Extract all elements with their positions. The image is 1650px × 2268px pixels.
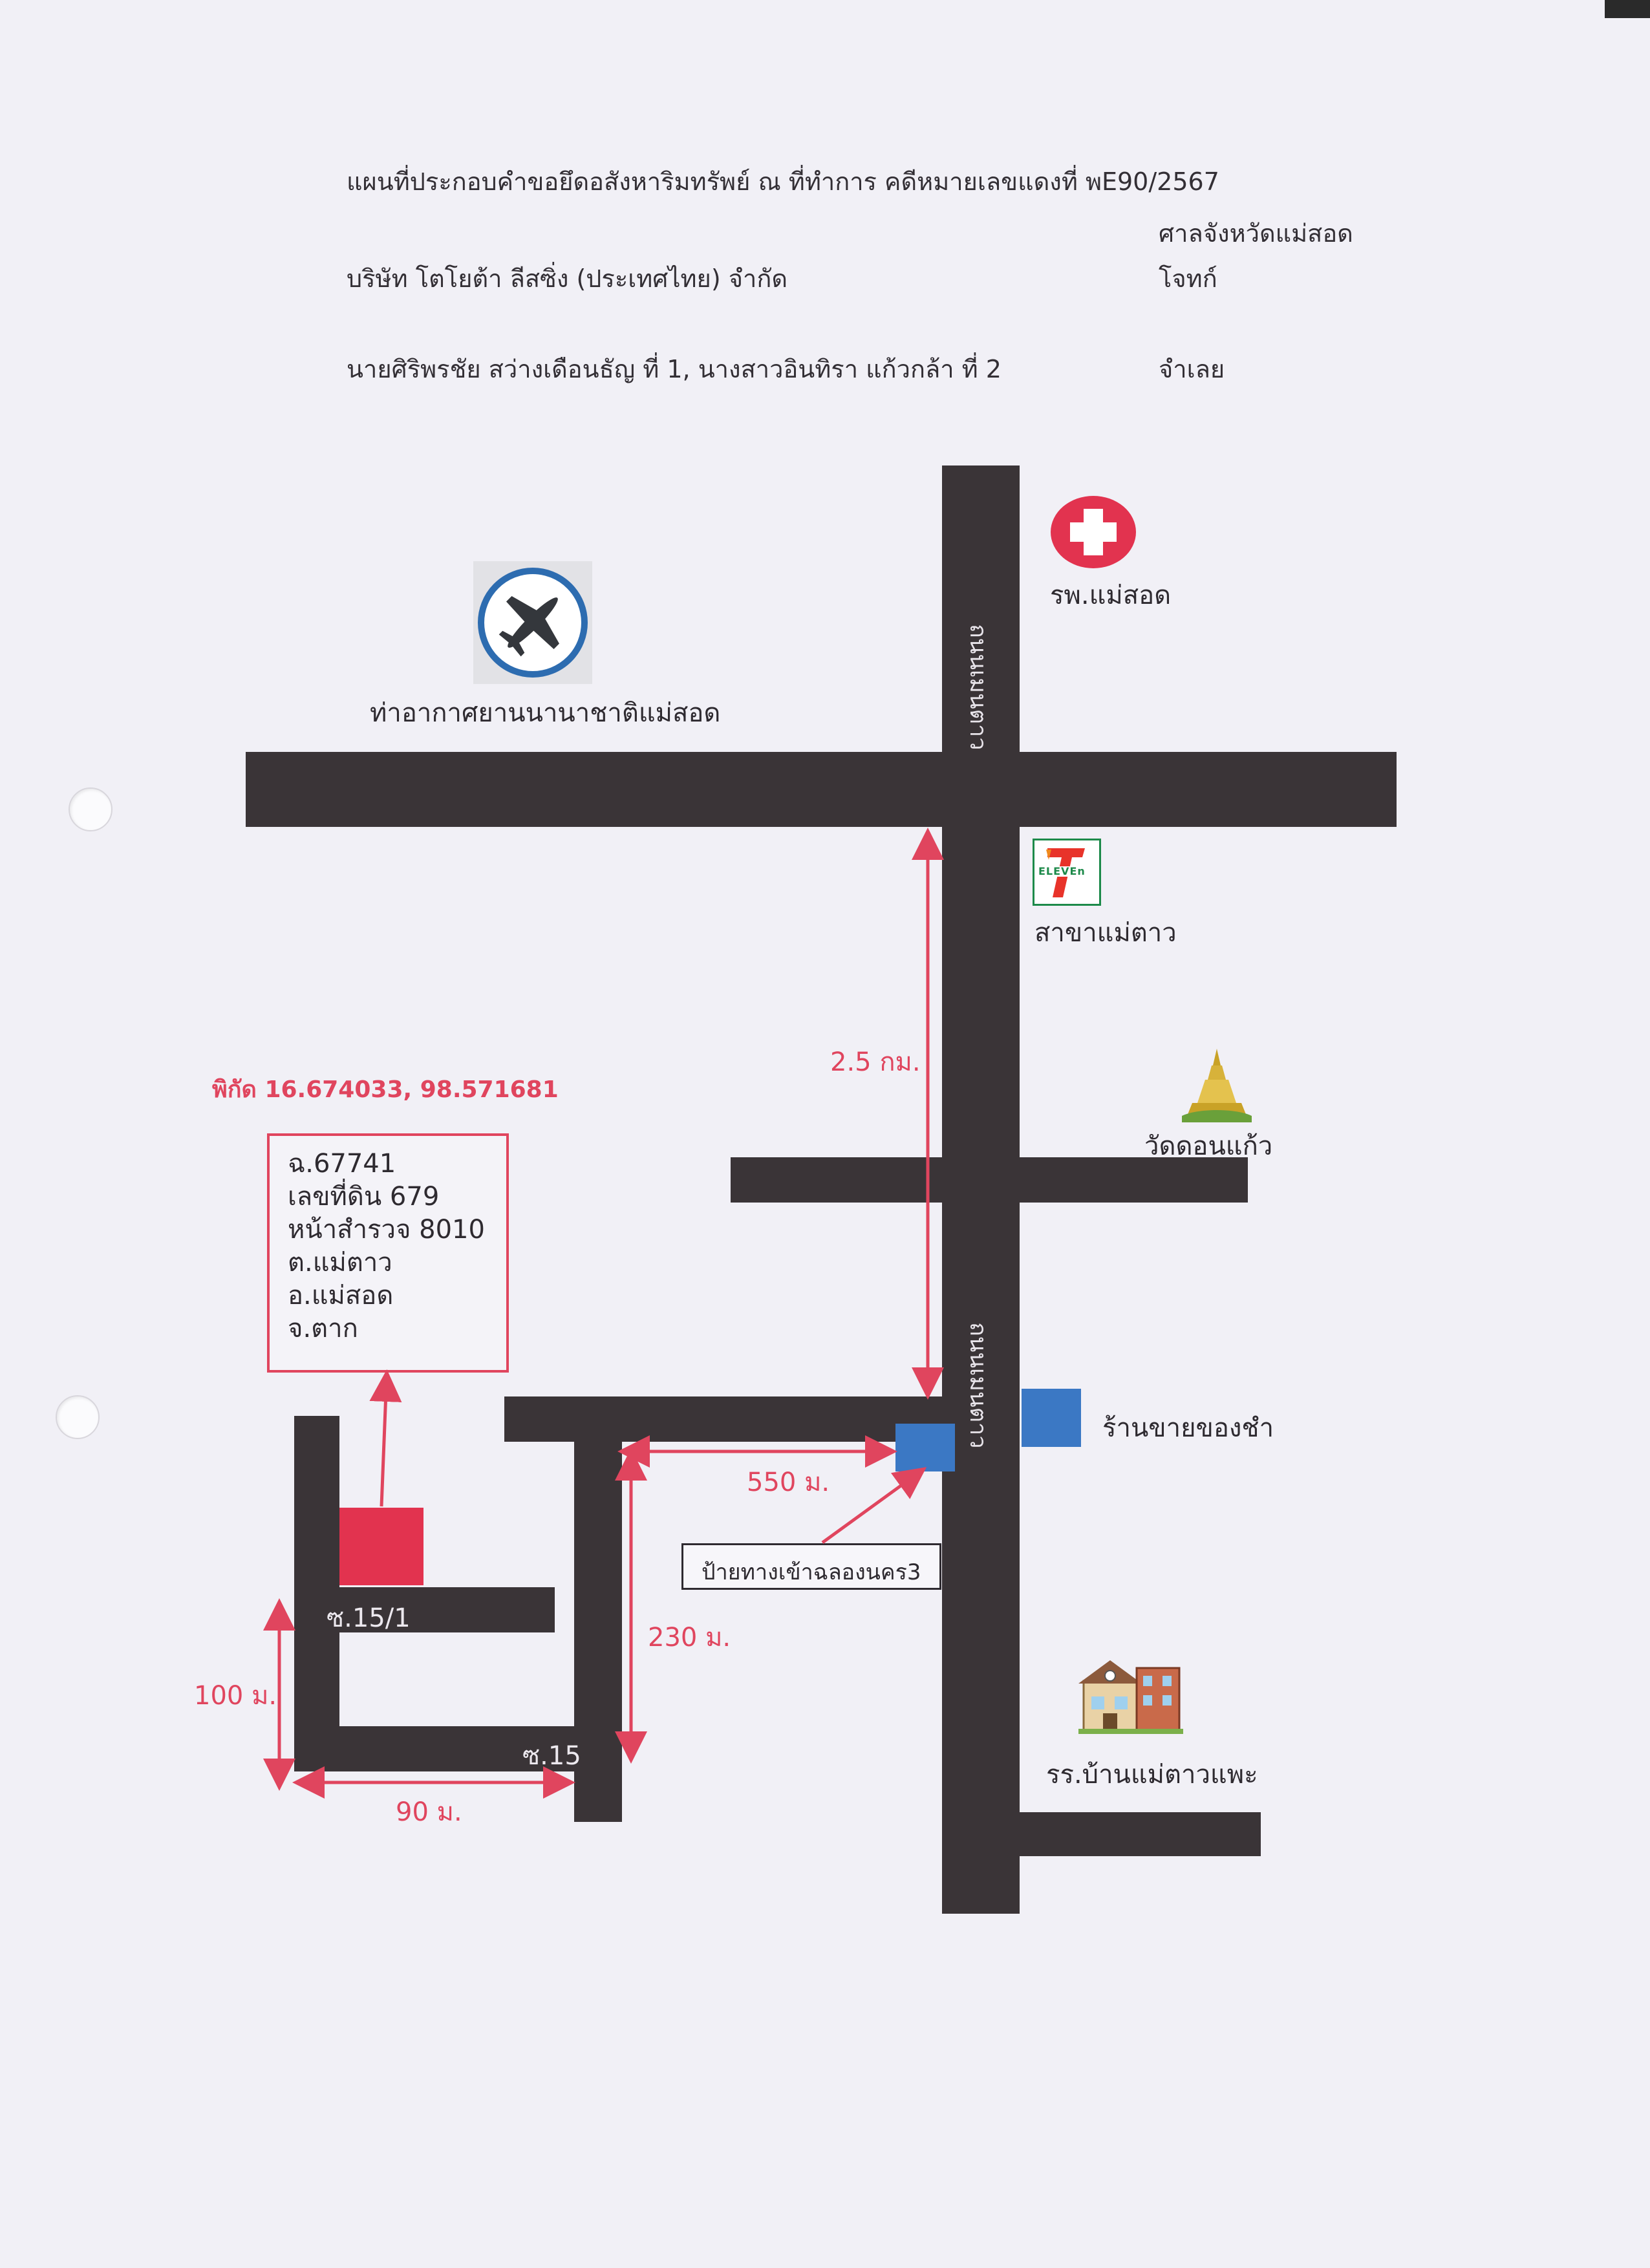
airport-icon: [473, 561, 592, 684]
soi-15-1-label: ซ.15/1: [327, 1603, 411, 1633]
shop-marker: [1022, 1389, 1081, 1447]
distance-inner-h-label: 90 ม.: [396, 1797, 462, 1827]
soi-15-1-road: [294, 1587, 555, 1632]
property-line: หน้าสำรวจ 8010: [288, 1215, 485, 1245]
seven-eleven-logo-text: ELEVEn: [1038, 865, 1086, 877]
property-info-box: ฉ.67741 เลขที่ดิน 679 หน้าสำรวจ 8010 ต.แ…: [267, 1133, 509, 1373]
binder-hole: [56, 1395, 100, 1439]
seven-eleven-label: สาขาแม่ตาว: [1034, 918, 1177, 948]
coordinates-label: พิกัด 16.674033, 98.571681: [212, 1076, 559, 1103]
page-edge-mark: [1605, 0, 1650, 18]
property-line: เลขที่ดิน 679: [288, 1182, 440, 1212]
distance-side-label: 550 ม.: [747, 1468, 830, 1497]
temple-icon: [1178, 1046, 1256, 1124]
entrance-sign-label: ป้ายทางเข้าฉลองนคร3: [702, 1559, 921, 1585]
seven-eleven-icon: ELEVEn: [1033, 839, 1101, 906]
plaintiff-name: บริษัท โตโยต้า ลีสซิ่ง (ประเทศไทย) จำกัด: [347, 264, 788, 293]
property-line: อ.แม่สอด: [288, 1281, 394, 1311]
property-info-lines: ฉ.67741 เลขที่ดิน 679 หน้าสำรวจ 8010 ต.แ…: [288, 1148, 485, 1345]
property-line: ต.แม่ตาว: [288, 1248, 392, 1278]
school-road: [1020, 1812, 1261, 1856]
binder-hole: [69, 787, 112, 831]
school-icon: [1078, 1655, 1183, 1734]
top-cross-road: [246, 752, 1397, 827]
distance-soi-label: 230 ม.: [648, 1623, 731, 1653]
entrance-sign-marker: [895, 1424, 955, 1471]
court-name: ศาลจังหวัดแม่สอด: [1159, 219, 1353, 248]
property-marker: [339, 1508, 423, 1585]
property-pointer-arrow: [369, 1369, 402, 1507]
soi-15-label: ซ.15: [522, 1741, 581, 1771]
defendant-name: นายศิริพรชัย สว่างเดือนธัญ ที่ 1, นางสาว…: [347, 355, 1002, 383]
hospital-icon: [1049, 495, 1138, 570]
defendant-role: จำเลย: [1159, 355, 1225, 383]
entrance-sign-box: ป้ายทางเข้าฉลองนคร3: [681, 1543, 941, 1590]
temple-label: วัดดอนแก้ว: [1144, 1131, 1273, 1161]
entrance-pointer-arrow: [821, 1467, 927, 1545]
property-line: ฉ.67741: [288, 1149, 396, 1179]
shop-label: ร้านขายของชำ: [1102, 1413, 1274, 1443]
plaintiff-role: โจทก์: [1159, 264, 1217, 293]
school-label: รร.บ้านแม่ตาวแพะ: [1046, 1760, 1258, 1790]
distance-inner-v-label: 100 ม.: [194, 1681, 277, 1711]
airport-label: ท่าอากาศยานนานาชาติแม่สอด: [370, 698, 721, 728]
header-title: แผนที่ประกอบคำขอยึดอสังหาริมทรัพย์ ณ ที่…: [347, 167, 1219, 196]
distance-main-label: 2.5 กม.: [830, 1047, 921, 1077]
soi-15-horizontal: [294, 1726, 622, 1771]
property-line: จ.ตาก: [288, 1314, 358, 1343]
temple-road: [731, 1157, 1248, 1203]
hospital-label: รพ.แม่สอด: [1050, 581, 1172, 610]
